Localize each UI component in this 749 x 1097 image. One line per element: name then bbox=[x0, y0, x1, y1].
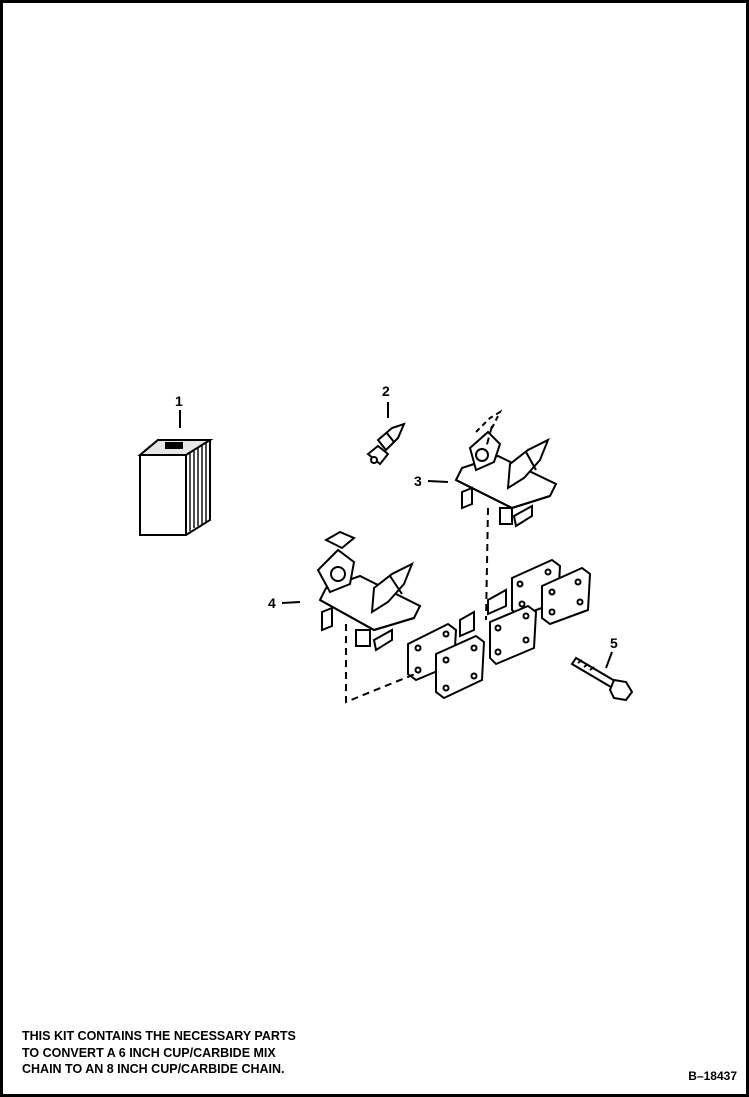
figure-number: B–18437 bbox=[688, 1069, 737, 1083]
chain-link-plate-front-2 bbox=[435, 634, 486, 700]
chain-link-plate-rear-2 bbox=[541, 566, 592, 626]
callout-1: 1 bbox=[175, 393, 183, 409]
assembly-dashed-lines bbox=[345, 425, 493, 704]
part-4-cup-assembly bbox=[316, 530, 422, 652]
part-5-bolt bbox=[570, 656, 634, 702]
chain-links bbox=[407, 558, 592, 700]
callout-leaders bbox=[179, 402, 613, 669]
callout-5: 5 bbox=[610, 635, 618, 651]
part-2-carbide-bit bbox=[366, 422, 406, 466]
chain-pin-bushing bbox=[487, 588, 507, 616]
callout-2: 2 bbox=[382, 383, 390, 399]
kit-note-line: TO CONVERT A 6 INCH CUP/CARBIDE MIX bbox=[22, 1045, 276, 1060]
part-3-cup-assembly bbox=[454, 409, 558, 528]
callout-4: 4 bbox=[268, 595, 276, 611]
chain-link-plate-mid bbox=[489, 604, 538, 666]
kit-note: THIS KIT CONTAINS THE NECESSARY PARTS TO… bbox=[22, 1028, 362, 1078]
part-1-kit-box bbox=[137, 439, 214, 536]
kit-note-line: CHAIN TO AN 8 INCH CUP/CARBIDE CHAIN. bbox=[22, 1062, 285, 1076]
chain-pin-bushing bbox=[459, 610, 475, 638]
kit-note-line: THIS KIT CONTAINS THE NECESSARY PARTS bbox=[22, 1029, 296, 1043]
callout-3: 3 bbox=[414, 473, 422, 489]
